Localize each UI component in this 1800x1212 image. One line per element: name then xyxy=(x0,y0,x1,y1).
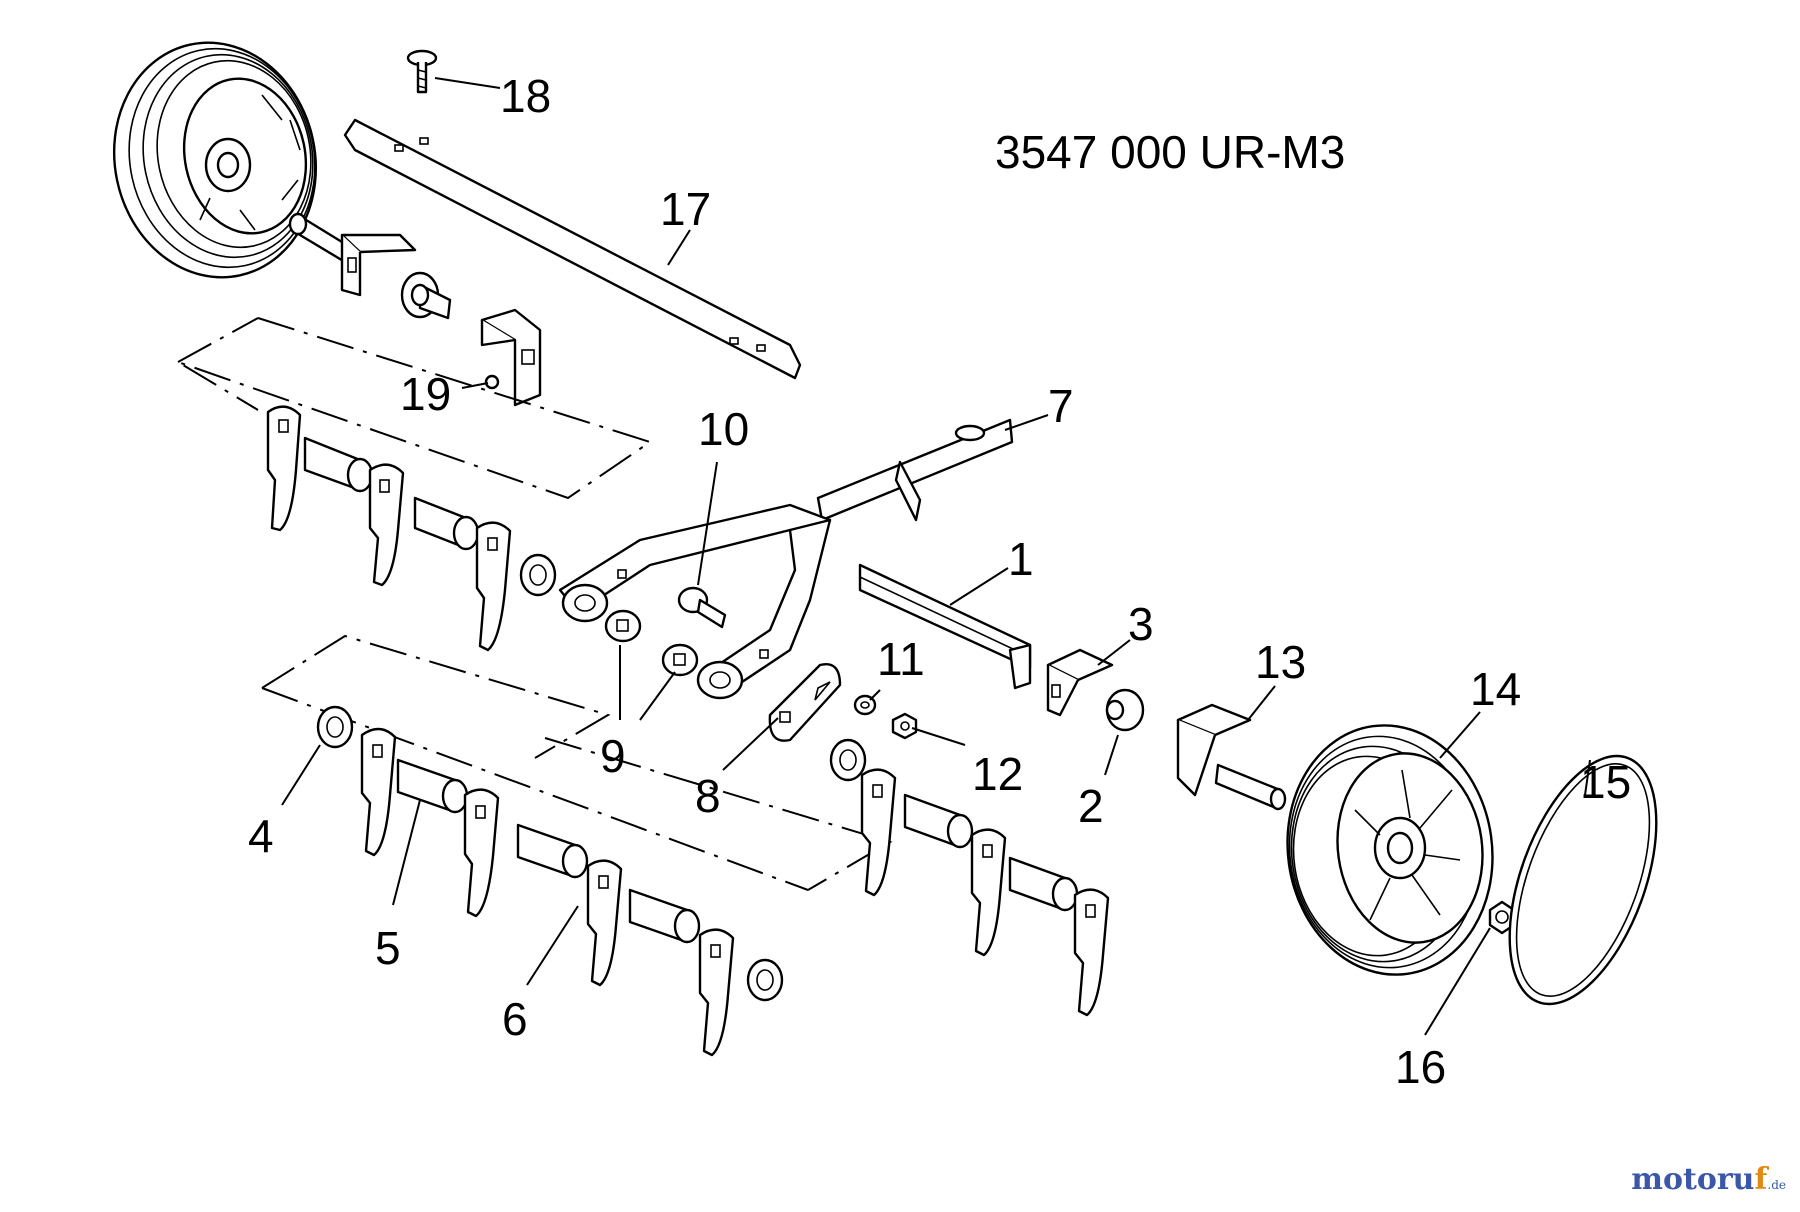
callout-13: 13 xyxy=(1255,636,1306,688)
axle-stub-part-13 xyxy=(1176,703,1287,811)
model-label: 3547 000 UR-M3 xyxy=(995,126,1345,178)
callout-19: 19 xyxy=(400,368,451,420)
yoke-part-7 xyxy=(558,418,1014,700)
ring-part-15 xyxy=(1508,754,1658,1006)
watermark-suffix: .de xyxy=(1767,1178,1786,1192)
cap-part-2 xyxy=(1105,688,1145,732)
callout-15: 15 xyxy=(1580,756,1631,808)
watermark-accent: f xyxy=(1754,1162,1768,1197)
axle-stub-left xyxy=(288,212,417,297)
callout-numbers: 1 2 3 4 5 6 7 8 9 10 11 12 13 14 15 16 1… xyxy=(248,70,1631,1093)
bolt-part-18 xyxy=(406,49,438,94)
callout-10: 10 xyxy=(698,403,749,455)
wheel-part-14 xyxy=(1286,724,1494,976)
watermark-logo: motoruf.de xyxy=(1631,1162,1786,1197)
tine-row-lower-right xyxy=(829,738,1110,1017)
bushing-left xyxy=(400,271,452,320)
callout-5: 5 xyxy=(375,922,401,974)
bracket-part-3 xyxy=(1046,648,1114,717)
tine-row-lower-left xyxy=(316,705,784,1057)
washer-part-11 xyxy=(853,694,877,716)
bracket-part-19 xyxy=(480,308,542,407)
callout-4: 4 xyxy=(248,810,274,862)
leader-lines xyxy=(281,77,1591,1036)
callout-1: 1 xyxy=(1008,533,1034,585)
callout-9: 9 xyxy=(600,730,626,782)
callout-14: 14 xyxy=(1470,663,1521,715)
callout-8: 8 xyxy=(695,770,721,822)
plate-part-8 xyxy=(768,663,842,742)
callout-16: 16 xyxy=(1395,1041,1446,1093)
nut-part-12 xyxy=(891,712,918,740)
callout-17: 17 xyxy=(660,183,711,235)
assembly-outline-upper xyxy=(177,317,653,500)
watermark-brand: motoru xyxy=(1631,1162,1755,1197)
bolt-part-10 xyxy=(677,586,727,629)
tine-row-upper xyxy=(266,405,557,652)
callout-11: 11 xyxy=(877,633,925,685)
callout-3: 3 xyxy=(1128,598,1154,650)
shaft-part-1 xyxy=(858,563,1032,690)
crossbar-part-17 xyxy=(343,118,802,380)
callout-18: 18 xyxy=(500,70,551,122)
callout-2: 2 xyxy=(1078,780,1104,832)
callout-12: 12 xyxy=(972,748,1023,800)
callout-6: 6 xyxy=(502,993,528,1045)
callout-7: 7 xyxy=(1048,380,1074,432)
bushings-part-9 xyxy=(604,609,699,677)
wheel-left xyxy=(112,41,318,279)
